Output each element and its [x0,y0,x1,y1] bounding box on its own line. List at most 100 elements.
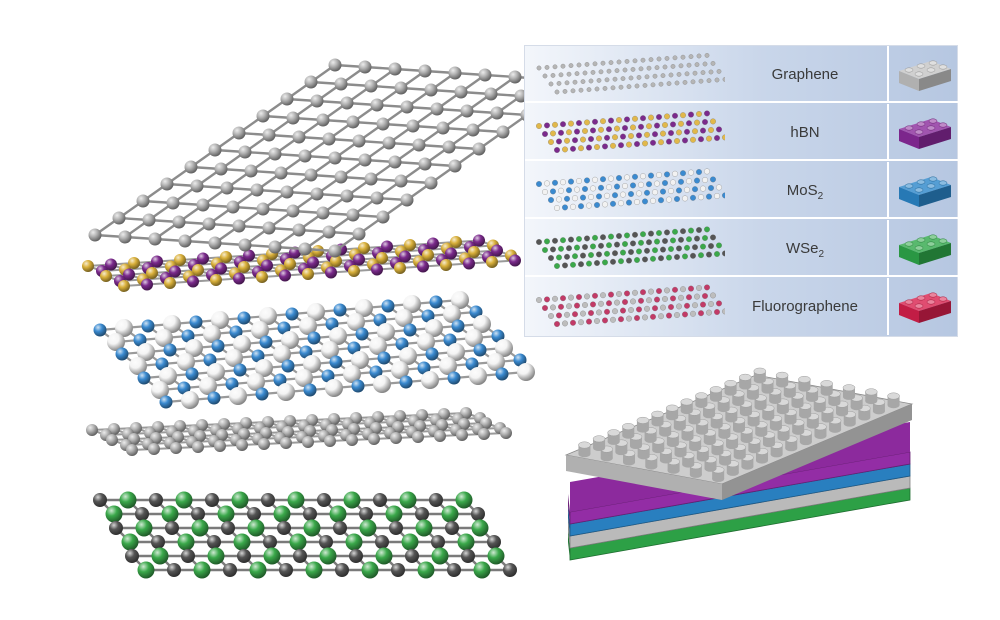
legend-atom [658,81,664,87]
legend-atom [562,146,568,153]
layer-graphene-top-atom [430,102,444,116]
legend-atom [626,84,632,89]
layer-mos2-atom [229,387,247,405]
layer-mos2-atom [347,313,365,331]
legend-atom [606,242,612,249]
layer-mos2-atom [273,373,287,387]
legend-atom [676,245,682,252]
legend-atom [570,261,576,268]
legend-atom [628,75,634,81]
legend-atom [580,79,586,84]
layer-graphene-mid-atom [500,427,512,439]
layer-mos2-atom [273,345,291,363]
layer-wse2-atom [359,519,377,537]
legend-atom [662,122,668,128]
legend-atom [574,302,580,309]
layer-graphene-top-atom [424,83,438,97]
layer-graphene-mid-atom [456,429,468,441]
legend-atom [624,116,630,123]
layer-wse2-atom [319,535,333,549]
legend-atom [606,68,612,74]
legend-atom [640,173,646,180]
legend-row-graphene: Graphene [525,46,959,103]
layer-hbn-atom [427,237,439,250]
layer-graphene-top-atom [208,143,222,157]
legend-atom [600,292,606,299]
layer-mos2-atom [255,359,273,377]
layer-hbn [82,234,521,292]
layer-mos2-atom [421,309,435,323]
legend-atom [622,67,628,73]
legend-atom [666,196,672,203]
legend-atom [652,189,658,196]
layer-hbn-atom [105,258,117,271]
layer-graphene-mid-atom [280,437,292,449]
legend-atom [568,236,574,243]
legend-atom [600,118,606,125]
legend-atom [566,71,572,77]
layer-wse2-atom [455,491,473,509]
layer-hbn-atom [371,263,383,276]
legend-atom [648,57,654,62]
legend-atom [648,172,654,179]
layer-mos2-atom [377,323,395,341]
layer-wse2-atom [261,493,275,507]
legend-atom [708,185,714,191]
legend-atom [578,261,584,268]
layer-graphene-top-atom [394,81,408,95]
layer-hbn-atom [394,262,406,274]
legend-atom [686,236,692,243]
layer-hbn-atom [123,268,135,281]
layer-wse2-atom [293,549,307,563]
layer-hbn-atom [256,271,268,283]
layer-wse2-atom [375,547,393,565]
layer-graphene-top-atom [364,172,378,186]
legend-atom [660,130,666,137]
layer-wse2-atom [191,507,205,521]
legend-atom [702,235,708,241]
layer-graphene-top-atom [184,160,198,174]
legend-atom [630,298,636,305]
legend-atom [602,259,608,266]
layer-graphene-mid-atom [324,435,336,447]
legend-atom [562,204,568,211]
legend-atom [716,300,722,307]
legend-atom [714,309,720,315]
layer-mos2-atom [439,357,457,375]
layer-graphene-top-atom [190,179,204,193]
layer-graphene-top-atom [352,227,366,241]
legend-atom [644,189,650,196]
layer-mos2-atom [343,365,361,383]
layer-graphene-mid-atom [434,430,446,442]
legend-atom [588,310,594,316]
legend-atom [590,70,596,75]
layer-wse2-atom [237,549,251,563]
layer-mos2-atom [185,339,203,357]
legend-label-graphene: Graphene [730,46,880,103]
layer-graphene-top-atom [376,210,390,224]
legend-atom [696,169,702,175]
legend-atom [654,122,660,129]
legend-atom [572,253,578,260]
layer-mos2-atom [421,371,439,389]
legend-atom [676,129,682,136]
layer-mos2-atom [93,323,107,337]
layer-graphene-mid-atom [412,431,424,443]
legend-label-mos2: MoS2 [730,162,880,219]
legend-atom [678,178,684,185]
legend-atom [632,289,638,296]
legend-atom [582,186,588,192]
legend-atom [552,121,558,128]
legend-atom [706,78,712,83]
layer-graphene-top-atom [232,219,246,233]
legend-atom [684,186,690,193]
legend-atom [552,64,558,70]
legend-atom [550,304,556,311]
legend-atom [580,194,586,201]
layer-wse2-atom [447,563,461,577]
layer-graphene-top-atom [304,75,318,89]
layer-graphene-top-atom [400,193,414,207]
layer-wse2-atom [279,563,293,577]
layer-wse2-atom [473,561,491,579]
legend-atom [594,86,600,92]
